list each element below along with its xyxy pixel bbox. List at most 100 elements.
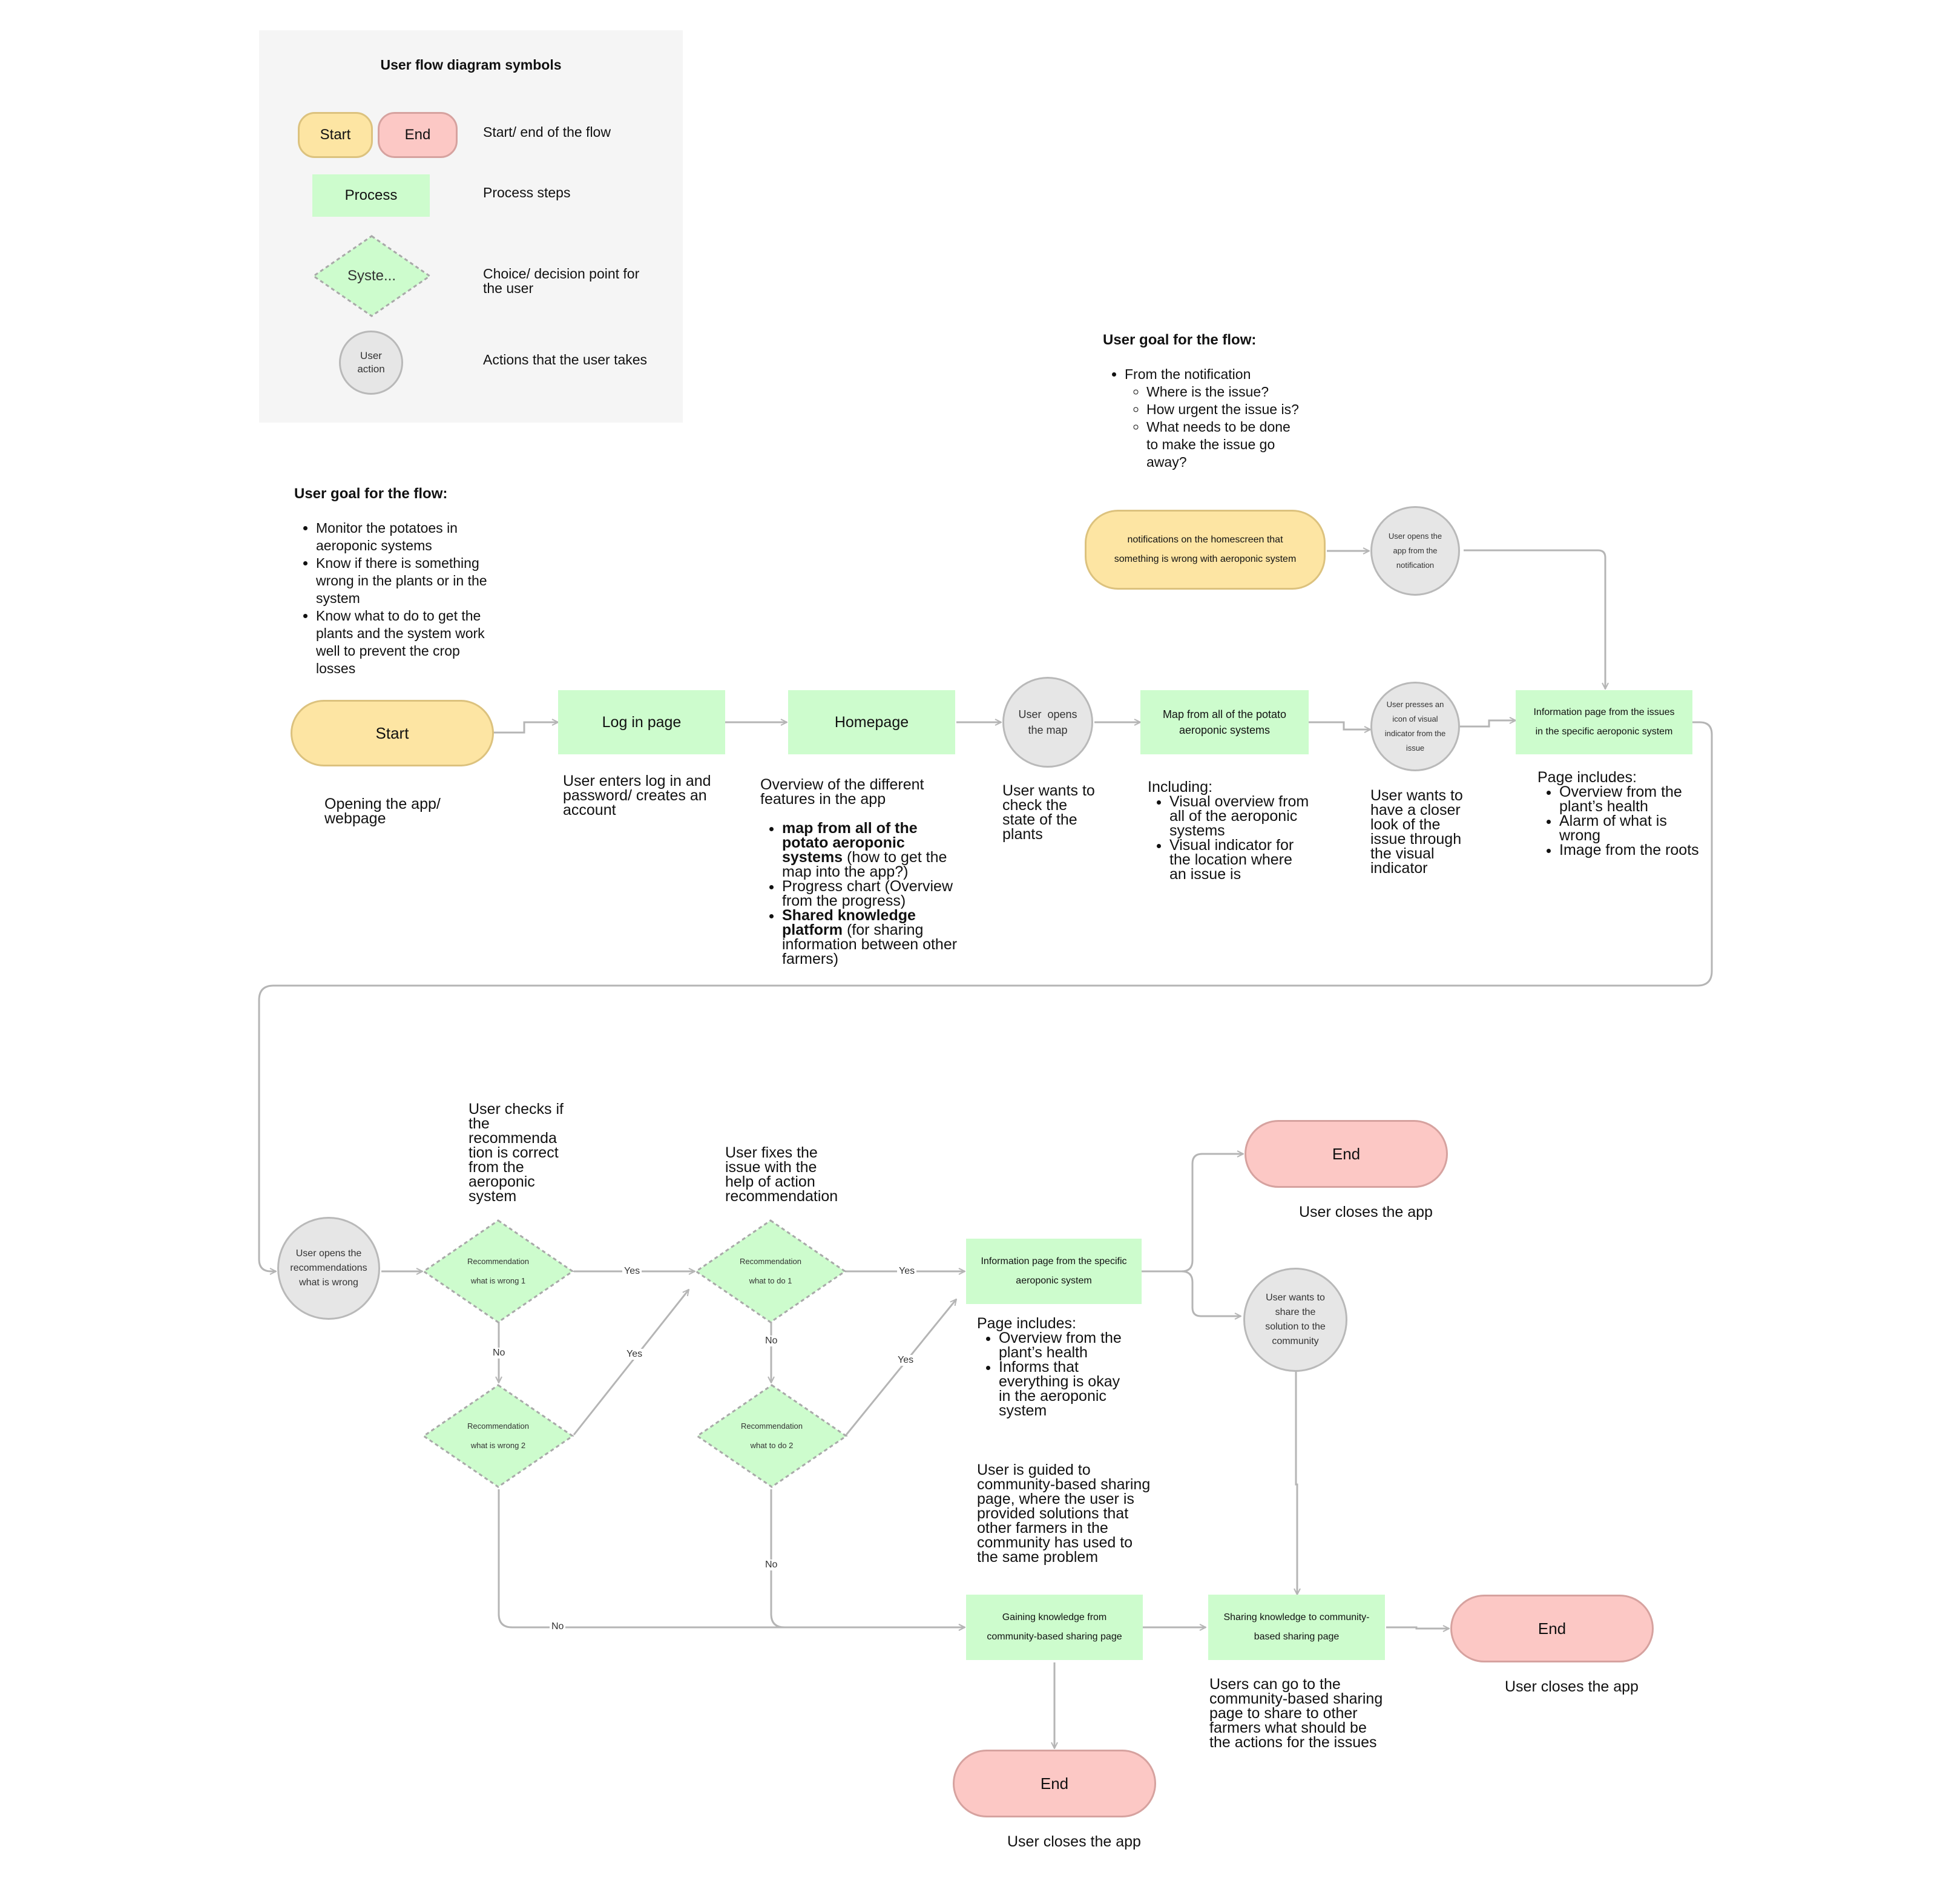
legend-decision-desc: Choice/ decision point for the user <box>483 266 640 296</box>
goal-main-item: Monitor the potatoes in aeroponic system… <box>316 519 494 555</box>
edge-wantsshare-sharing <box>1296 1371 1297 1595</box>
legend-action-label-2: action <box>357 363 385 375</box>
edge-info-wantsshare <box>1142 1270 1241 1316</box>
edge-recdo2-info-yes <box>845 1299 956 1435</box>
info-specific-caption-intro: Page includes: <box>977 1315 1077 1332</box>
rec-do-1-label-b: what to do 1 <box>749 1276 792 1285</box>
homepage-node: Homepage <box>788 690 955 754</box>
info-issues-node: Information page from the issues in the … <box>1516 690 1692 754</box>
edge-label-yes: Yes <box>897 1266 917 1277</box>
goal-notification-list: From the notification Where is the issue… <box>1103 366 1321 471</box>
edge-info-wrap-recommendations <box>258 721 1713 1271</box>
info-issues-caption-intro: Page includes: <box>1537 769 1637 786</box>
start-caption: Opening the app/ webpage <box>324 796 441 827</box>
legend-panel <box>259 30 683 423</box>
homepage-feature-progress: Progress chart (Overview from the progre… <box>782 879 966 909</box>
goal-main-item: Know what to do to get the plants and th… <box>316 607 494 677</box>
checks-recommendation-caption: User checks if the recommenda tion is co… <box>469 1101 564 1205</box>
guided-caption: User is guided to community-based sharin… <box>977 1461 1151 1566</box>
edge-label-no: No <box>763 1336 780 1346</box>
rec-do-2-label-b: what to do 2 <box>750 1441 794 1450</box>
fixes-issue-caption: User fixes the issue with the help of ac… <box>725 1144 838 1205</box>
edge-presses-info <box>1460 720 1516 728</box>
info-issues-caption-item: Image from the roots <box>1559 843 1701 858</box>
sharing-knowledge-node: Sharing knowledge to community-based sha… <box>1208 1595 1385 1660</box>
edge-label-yes: Yes <box>625 1349 645 1360</box>
opens-recommendations-action: User opens the recommendations what is w… <box>277 1217 380 1320</box>
edge-label-no: No <box>550 1621 566 1632</box>
recommendation-do-2-decision: Recommendation what to do 2 <box>696 1384 847 1488</box>
presses-icon-caption: User wants to have a closer look of the … <box>1370 787 1463 877</box>
legend-process-desc: Process steps <box>483 185 571 200</box>
edge-recwrong2-recdo1-yes <box>573 1290 689 1435</box>
rec-wrong-1-label-a: Recommendation <box>467 1257 529 1266</box>
edge-label-yes: Yes <box>622 1266 642 1277</box>
goal-notification-subitem: Where is the issue? <box>1146 383 1304 401</box>
open-map-label-2: the map <box>1028 724 1068 736</box>
rec-do-2-label-a: Recommendation <box>741 1421 803 1431</box>
info-issues-caption-item: Alarm of what is wrong <box>1559 814 1701 843</box>
info-specific-node: Information page from the specific aerop… <box>966 1239 1142 1304</box>
edge-map-presses <box>1309 721 1370 730</box>
legend-end-symbol: End <box>378 112 458 158</box>
map-caption-item: Visual indicator for the location where … <box>1169 838 1311 882</box>
map-caption: Including: Visual overview from all of t… <box>1148 779 1311 882</box>
presses-icon-action: User presses an icon of visual indicator… <box>1370 682 1460 771</box>
goal-notification-subitem: How urgent the issue is? <box>1146 401 1304 418</box>
recommendation-wrong-2-decision: Recommendation what is wrong 2 <box>423 1384 574 1488</box>
legend-action-desc: Actions that the user takes <box>483 352 648 367</box>
edge-label-yes: Yes <box>896 1355 916 1366</box>
edge-label-no: No <box>491 1348 507 1359</box>
sharing-caption: Users can go to the community-based shar… <box>1209 1676 1383 1751</box>
goal-main-title: User goal for the flow: <box>294 486 448 502</box>
goal-notification-subitem: What needs to be done to make the issue … <box>1146 418 1304 471</box>
goal-main-item: Know if there is something wrong in the … <box>316 555 494 607</box>
start-node: Start <box>291 700 494 766</box>
open-map-label-1: User opens <box>1018 708 1077 720</box>
opens-from-notification-action: User opens the app from the notification <box>1370 506 1460 596</box>
gaining-knowledge-node: Gaining knowledge from community-based s… <box>966 1595 1143 1660</box>
rec-do-1-label-a: Recommendation <box>740 1257 801 1266</box>
map-caption-intro: Including: <box>1148 779 1213 796</box>
edge-opens-info <box>1464 549 1605 689</box>
legend-title: User flow diagram symbols <box>380 57 562 73</box>
goal-main-list: Monitor the potatoes in aeroponic system… <box>294 519 494 677</box>
end-bottom-node: End <box>953 1750 1156 1817</box>
rec-wrong-1-label-b: what is wrong 1 <box>470 1276 526 1285</box>
end-top-node: End <box>1245 1120 1448 1188</box>
end-right-node: End <box>1450 1595 1654 1662</box>
edge-recwrong2-gaining-no <box>498 1489 965 1627</box>
rec-wrong-2-label-a: Recommendation <box>467 1421 529 1431</box>
homepage-caption: Overview of the different features in th… <box>760 776 966 967</box>
goal-notification-item: From the notification <box>1125 366 1251 382</box>
map-caption-item: Visual overview from all of the aeroponi… <box>1169 794 1311 838</box>
map-node: Map from all of the potato aeroponic sys… <box>1140 690 1309 754</box>
recommendation-wrong-1-decision: Recommendation what is wrong 1 <box>423 1219 574 1323</box>
open-map-caption: User wants to check the state of the pla… <box>1002 782 1095 843</box>
edge-info-endtop <box>1142 1154 1243 1273</box>
info-issues-caption: Page includes: Overview from the plant’s… <box>1537 769 1701 858</box>
rec-wrong-2-label-b: what is wrong 2 <box>470 1441 526 1450</box>
info-specific-caption-item: Informs that everything is okay in the a… <box>999 1360 1134 1418</box>
wants-share-action: User wants to share the solution to the … <box>1243 1268 1347 1372</box>
end-top-caption: User closes the app <box>1299 1204 1433 1220</box>
end-right-caption: User closes the app <box>1505 1678 1639 1695</box>
end-bottom-caption: User closes the app <box>1007 1833 1141 1850</box>
homepage-caption-intro: Overview of the different features in th… <box>760 776 924 808</box>
homepage-feature-map: map from all of the potato aeroponic sys… <box>782 821 966 880</box>
open-map-action: User opens the map <box>1002 677 1093 768</box>
homepage-feature-knowledge: Shared knowledge platform (for sharing i… <box>782 908 966 967</box>
login-caption: User enters log in and password/ creates… <box>563 772 711 819</box>
edge-start-login <box>493 722 558 734</box>
edge-recdo2-gaining-no <box>770 1489 965 1627</box>
edge-label-no: No <box>763 1560 780 1570</box>
info-specific-caption: Page includes: Overview from the plant’s… <box>977 1316 1134 1418</box>
legend-decision-symbol: Syste... <box>312 235 431 317</box>
info-issues-caption-item: Overview from the plant’s health <box>1559 785 1701 814</box>
legend-start-symbol: Start <box>298 112 373 158</box>
goal-notification-title: User goal for the flow: <box>1103 332 1257 348</box>
legend-action-label-1: User <box>360 350 382 361</box>
edge-sharing-endright <box>1386 1627 1449 1629</box>
legend-start-end-desc: Start/ end of the flow <box>483 124 611 140</box>
